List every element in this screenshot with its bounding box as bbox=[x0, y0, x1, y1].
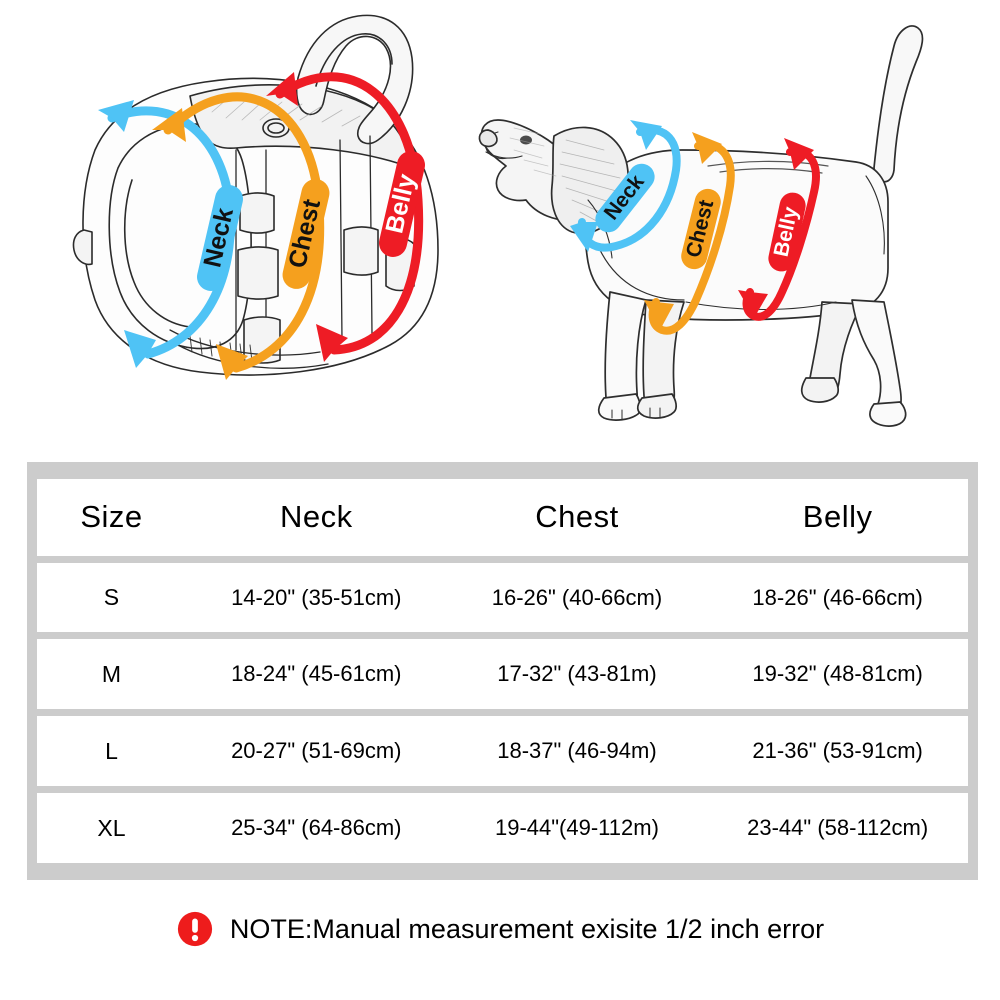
cell-belly: 19-32" (48-81cm) bbox=[707, 639, 968, 710]
cell-chest: 17-32" (43-81m) bbox=[446, 639, 708, 710]
dog-illustration: Neck Chest Belly bbox=[470, 0, 990, 440]
size-chart-table: Size Neck Chest Belly S 14-20" (35-51cm)… bbox=[37, 472, 968, 870]
cell-size: XL bbox=[37, 793, 186, 863]
header-size: Size bbox=[37, 479, 186, 556]
size-chart-panel: Size Neck Chest Belly S 14-20" (35-51cm)… bbox=[27, 462, 978, 880]
dog-drawing: Neck Chest Belly bbox=[478, 25, 924, 427]
cell-belly: 18-26" (46-66cm) bbox=[707, 562, 968, 633]
cell-belly: 23-44" (58-112cm) bbox=[707, 793, 968, 863]
header-chest: Chest bbox=[446, 479, 708, 556]
table-row: S 14-20" (35-51cm) 16-26" (40-66cm) 18-2… bbox=[37, 562, 968, 633]
cell-chest: 16-26" (40-66cm) bbox=[446, 562, 708, 633]
table-row: XL 25-34" (64-86cm) 19-44"(49-112m) 23-4… bbox=[37, 793, 968, 863]
harness-drawing: Neck Chest Belly bbox=[72, 14, 439, 380]
dog-belly-arc: Belly bbox=[738, 138, 820, 321]
table-row: M 18-24" (45-61cm) 17-32" (43-81m) 19-32… bbox=[37, 639, 968, 710]
dog-chest-arc: Chest bbox=[644, 132, 735, 335]
cell-chest: 18-37" (46-94m) bbox=[446, 716, 708, 787]
illustration-band: Neck Chest Belly bbox=[0, 0, 1000, 455]
cell-chest: 19-44"(49-112m) bbox=[446, 793, 708, 863]
header-belly: Belly bbox=[707, 479, 968, 556]
note-row: NOTE:Manual measurement exisite 1/2 inch… bbox=[0, 898, 1000, 960]
note-text: NOTE:Manual measurement exisite 1/2 inch… bbox=[229, 913, 825, 944]
header-neck: Neck bbox=[185, 479, 447, 556]
cell-neck: 20-27" (51-69cm) bbox=[185, 716, 447, 787]
cell-size: M bbox=[37, 639, 186, 710]
cell-neck: 25-34" (64-86cm) bbox=[185, 793, 447, 863]
cell-neck: 18-24" (45-61cm) bbox=[185, 639, 447, 710]
cell-neck: 14-20" (35-51cm) bbox=[185, 562, 447, 633]
harness-illustration: Neck Chest Belly bbox=[40, 0, 480, 440]
table-header-row: Size Neck Chest Belly bbox=[37, 479, 968, 556]
harness-chest-arc: Chest bbox=[152, 92, 330, 380]
cell-size: S bbox=[37, 562, 186, 633]
cell-belly: 21-36" (53-91cm) bbox=[707, 716, 968, 787]
exclamation-circle-icon bbox=[177, 911, 212, 947]
table-row: L 20-27" (51-69cm) 18-37" (46-94m) 21-36… bbox=[37, 716, 968, 787]
cell-size: L bbox=[37, 716, 186, 787]
